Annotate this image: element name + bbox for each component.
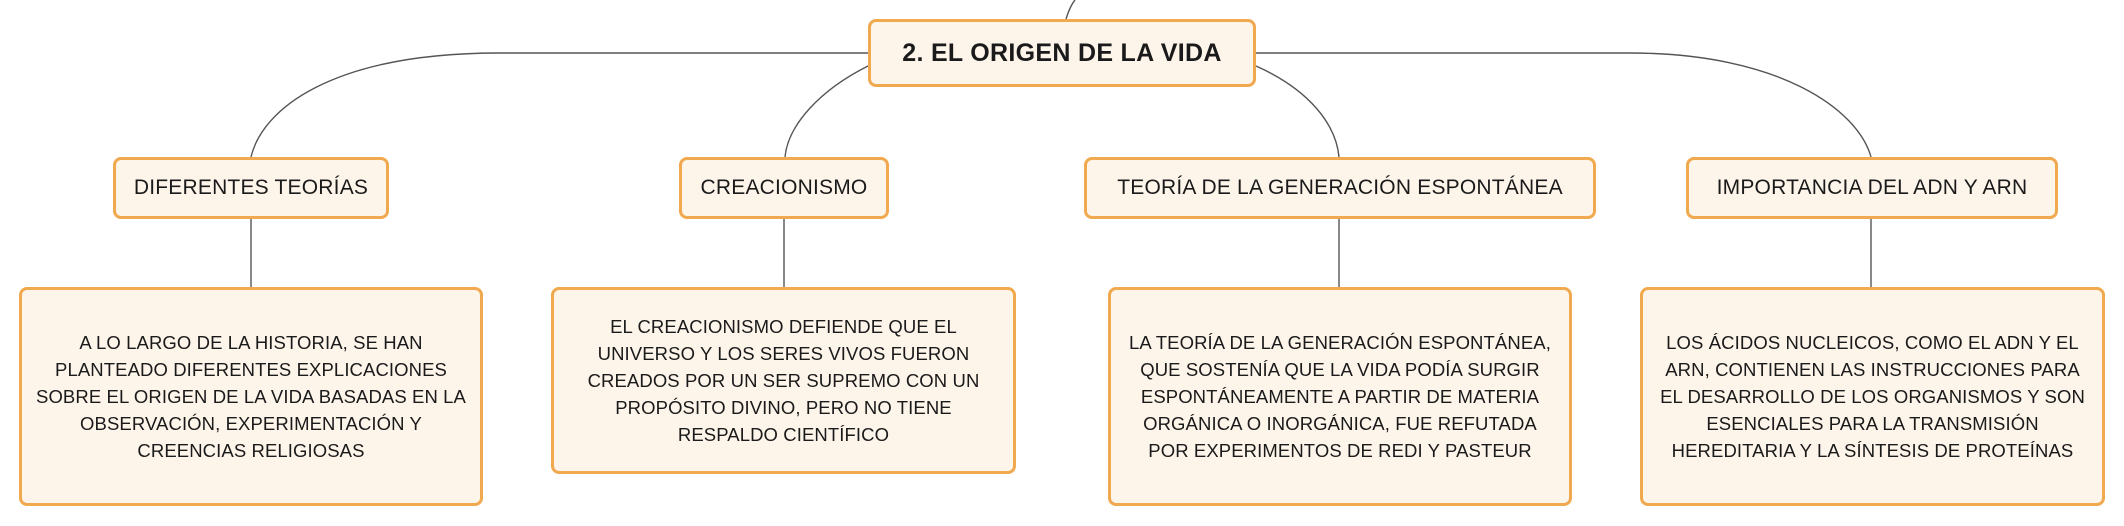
connector-root-to-creacionismo (784, 65, 869, 158)
leaf-node-diferentes-teorias[interactable]: A LO LARGO DE LA HISTORIA, SE HAN PLANTE… (19, 287, 483, 506)
branch-title: IMPORTANCIA DEL ADN Y ARN (1716, 176, 2028, 199)
branch-node-diferentes-teorias[interactable]: DIFERENTES TEORÍAS (113, 157, 389, 219)
connector-root-to-diferentes-teorias (250, 52, 868, 158)
connector-root-to-adn-arn (1256, 52, 1872, 158)
root-node[interactable]: 2. EL ORIGEN DE LA VIDA (868, 19, 1256, 87)
branch-node-adn-arn[interactable]: IMPORTANCIA DEL ADN Y ARN (1686, 157, 2058, 219)
leaf-text: EL CREACIONISMO DEFIENDE QUE EL UNIVERSO… (587, 316, 980, 445)
branch-node-creacionismo[interactable]: CREACIONISMO (679, 157, 889, 219)
connector-from-parent (1065, 0, 1076, 20)
connector-root-to-generacion-espontanea (1255, 65, 1340, 158)
branch-title: DIFERENTES TEORÍAS (133, 176, 369, 199)
branch-title: CREACIONISMO (700, 176, 868, 199)
branch-node-generacion-espontanea[interactable]: TEORÍA DE LA GENERACIÓN ESPONTÁNEA (1084, 157, 1596, 219)
leaf-text: LA TEORÍA DE LA GENERACIÓN ESPONTÁNEA, Q… (1129, 332, 1551, 461)
root-title: 2. EL ORIGEN DE LA VIDA (902, 38, 1222, 67)
leaf-node-generacion-espontanea[interactable]: LA TEORÍA DE LA GENERACIÓN ESPONTÁNEA, Q… (1108, 287, 1572, 506)
leaf-node-adn-arn[interactable]: LOS ÁCIDOS NUCLEICOS, COMO EL ADN Y EL A… (1640, 287, 2105, 506)
leaf-node-creacionismo[interactable]: EL CREACIONISMO DEFIENDE QUE EL UNIVERSO… (551, 287, 1016, 474)
leaf-text: LOS ÁCIDOS NUCLEICOS, COMO EL ADN Y EL A… (1660, 332, 2085, 461)
branch-title: TEORÍA DE LA GENERACIÓN ESPONTÁNEA (1117, 176, 1563, 199)
leaf-text: A LO LARGO DE LA HISTORIA, SE HAN PLANTE… (36, 332, 466, 461)
